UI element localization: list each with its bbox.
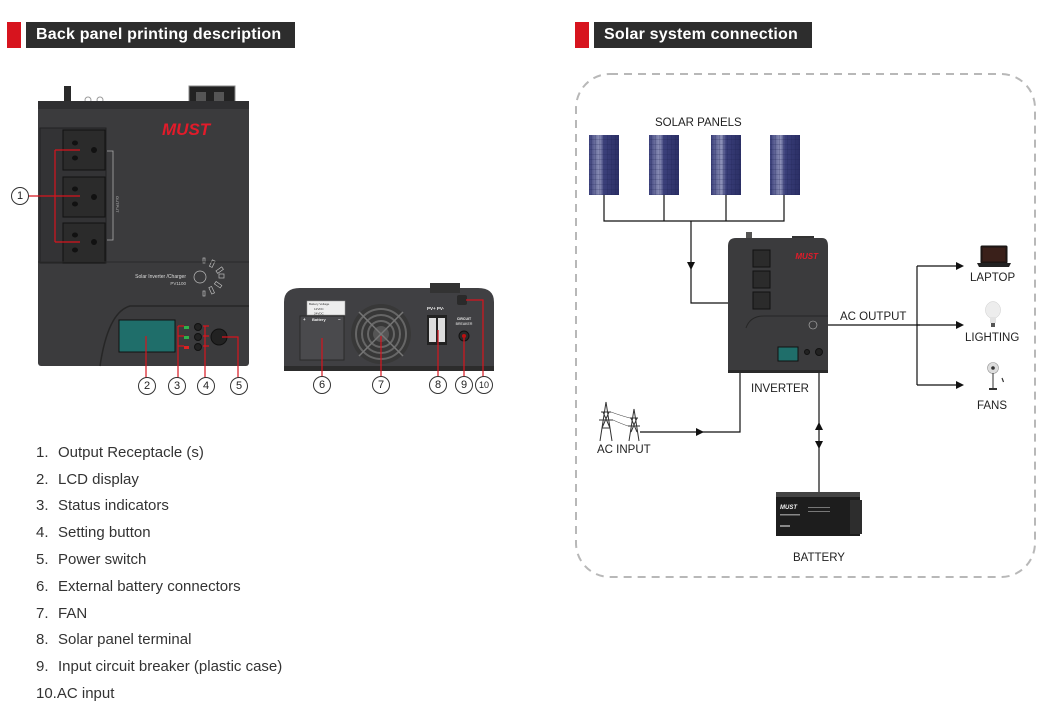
output-receptacle — [62, 176, 106, 218]
svg-text:12VDC: 12VDC — [314, 307, 325, 311]
section-header-back-panel: Back panel printing description — [7, 22, 296, 48]
pv-terminal-label: PV+ PV- — [427, 306, 445, 311]
list-item: 7.FAN — [36, 604, 88, 622]
callout-1: 1 — [11, 187, 29, 205]
power-tower-icon — [599, 401, 640, 442]
section-header-solar-connection: Solar system connection — [575, 22, 812, 48]
list-item: 2.LCD display — [36, 470, 139, 488]
lighting-label: LIGHTING — [965, 332, 1020, 344]
list-item: 8.Solar panel terminal — [36, 631, 192, 649]
solar-panel — [589, 135, 619, 195]
rear-panel-illustration: Battery Voltage 12VDC 24VDC + Battery − … — [284, 283, 494, 378]
solar-connection-diagram: MUST MUST — [575, 73, 1036, 578]
list-item: 4.Setting button — [36, 524, 151, 542]
callout-6: 6 — [313, 376, 331, 394]
list-item: 6.External battery connectors — [36, 577, 241, 595]
svg-text:MUST: MUST — [780, 505, 798, 511]
laptop-icon — [977, 245, 1011, 267]
fan-icon — [987, 362, 1005, 390]
model-line-1: Solar Inverter /Charger — [135, 274, 186, 280]
list-item: 1.Output Receptacle (s) — [36, 443, 204, 461]
svg-text:BREAKER: BREAKER — [456, 322, 473, 326]
lcd-display — [118, 319, 176, 353]
svg-text:MUST: MUST — [795, 252, 819, 261]
svg-text:−: − — [338, 317, 341, 322]
solar-panel — [770, 135, 800, 195]
callout-4: 4 — [197, 377, 215, 395]
setting-button — [194, 343, 202, 351]
status-led-green — [184, 326, 189, 329]
battery-spec-table — [306, 300, 346, 316]
callout-2: 2 — [138, 377, 156, 395]
setting-button — [194, 333, 202, 341]
callout-9: 9 — [455, 376, 473, 394]
inverter-label: INVERTER — [751, 383, 809, 395]
section-title: Solar system connection — [594, 22, 812, 48]
connection-wires — [603, 195, 958, 492]
solar-panel — [649, 135, 679, 195]
ac-input-socket — [457, 295, 467, 305]
list-item: 3.Status indicators — [36, 497, 169, 515]
flow-arrows — [687, 262, 964, 449]
laptop-label: LAPTOP — [970, 272, 1016, 284]
antenna-connector — [64, 86, 71, 102]
output-receptacle — [62, 222, 106, 264]
component-description-list: 1.Output Receptacle (s) 2.LCD display 3.… — [36, 439, 282, 707]
solar-panels-label: SOLAR PANELS — [655, 117, 742, 129]
callout-leaders — [28, 149, 239, 378]
svg-text:CIRCUIT: CIRCUIT — [457, 317, 472, 321]
callout-leaders — [321, 299, 484, 378]
svg-text:Battery Voltage: Battery Voltage — [309, 302, 330, 306]
list-item: 5.Power switch — [36, 551, 147, 569]
arrow-right-icon — [956, 321, 964, 329]
arrow-right-icon — [956, 381, 964, 389]
inverter-icon: MUST — [728, 232, 828, 373]
model-line-2: PV1100 — [170, 281, 186, 286]
arrow-down-icon — [815, 441, 823, 449]
status-led-red — [184, 346, 189, 349]
section-title: Back panel printing description — [26, 22, 296, 48]
list-item: 10.AC input — [36, 685, 115, 703]
arrow-down-icon — [687, 262, 695, 270]
brand-logo: MUST — [162, 120, 212, 139]
status-led-green — [184, 336, 189, 339]
solar-panel — [711, 135, 741, 195]
arrow-right-icon — [956, 262, 964, 270]
control-panel-outline — [99, 305, 249, 367]
svg-text:24VDC: 24VDC — [314, 312, 325, 316]
battery-label: BATTERY — [793, 552, 845, 564]
fans-label: FANS — [977, 400, 1008, 412]
callout-3: 3 — [168, 377, 186, 395]
header-accent-bar — [7, 22, 21, 48]
svg-text:+: + — [303, 317, 306, 322]
header-accent-bar — [575, 22, 589, 48]
arrow-right-icon — [696, 428, 704, 436]
diagram-dashed-border — [575, 73, 1036, 578]
battery-icon: MUST — [776, 492, 862, 536]
sun-icon — [193, 257, 225, 297]
front-panel-illustration: OUTPUT MUST Solar Inverter /Charger PV11… — [28, 85, 249, 378]
list-item: 9.Input circuit breaker (plastic case) — [36, 658, 283, 676]
callout-8: 8 — [429, 376, 447, 394]
output-vertical-label: OUTPUT — [115, 196, 120, 213]
arrow-up-icon — [815, 422, 823, 430]
output-bracket — [107, 150, 114, 241]
callout-7: 7 — [372, 376, 390, 394]
callout-5: 5 — [230, 377, 248, 395]
setting-button — [194, 323, 202, 331]
ac-output-label: AC OUTPUT — [840, 311, 907, 323]
light-bulb-icon — [985, 301, 1001, 327]
callout-10: 10 — [475, 376, 493, 394]
svg-text:Battery: Battery — [312, 317, 327, 322]
ac-input-label: AC INPUT — [597, 444, 651, 456]
